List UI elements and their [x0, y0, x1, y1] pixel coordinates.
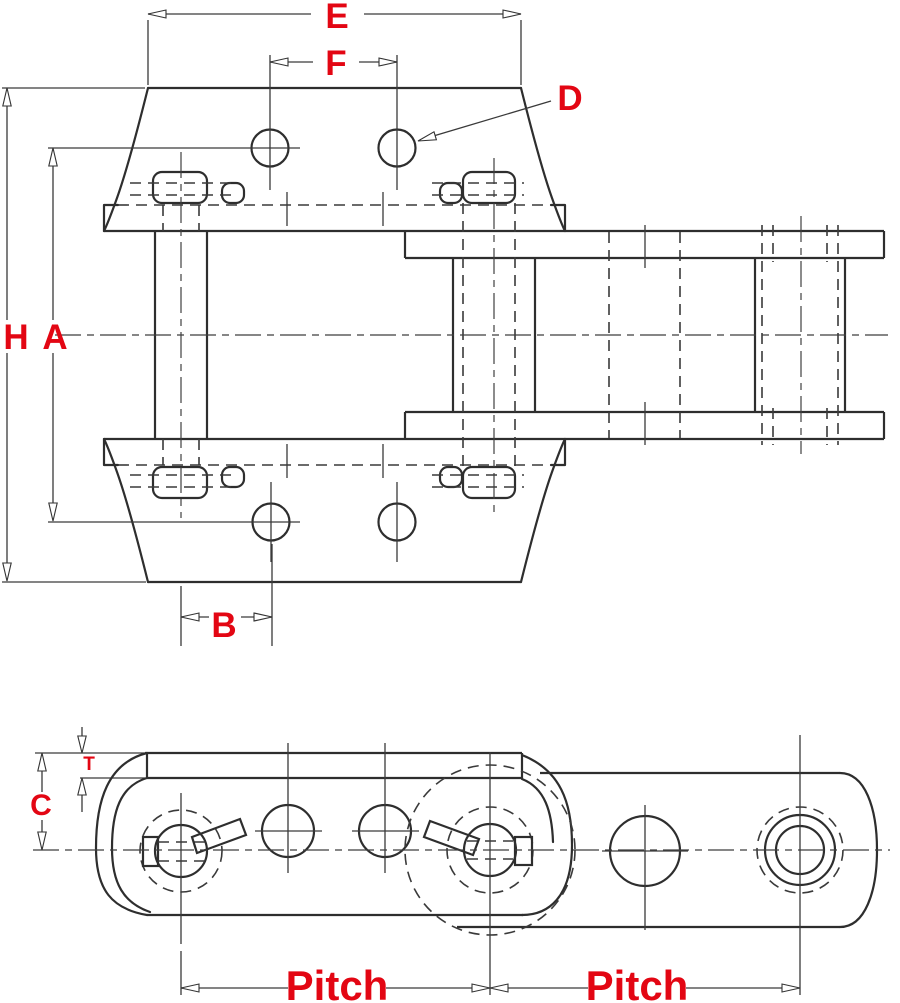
dim-label-C: C — [30, 789, 52, 822]
side-elevation-view: T C Pitch Pitch — [30, 727, 890, 1003]
dim-label-E: E — [325, 0, 348, 36]
plan-view: E F D H A B — [2, 0, 888, 646]
dim-label-D: D — [557, 79, 582, 118]
dim-label-pitch-left: Pitch — [286, 962, 389, 1003]
dim-label-A: A — [42, 318, 67, 357]
dim-label-T: T — [83, 754, 95, 775]
dim-label-F: F — [325, 44, 346, 83]
dim-label-H: H — [3, 318, 28, 357]
dim-label-B: B — [211, 606, 236, 645]
dim-label-pitch-right: Pitch — [586, 962, 689, 1003]
